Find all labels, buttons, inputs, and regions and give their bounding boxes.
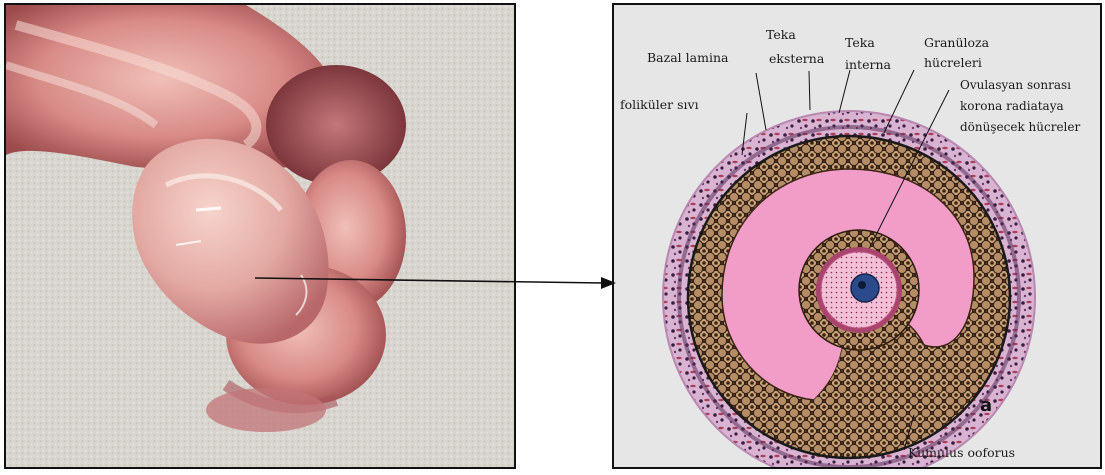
follicle-diagram xyxy=(614,5,1102,469)
follicle-diagram-panel: Teka eksterna Teka interna Granüloza hüc… xyxy=(612,3,1102,469)
label-teka-eksterna-1: Teka xyxy=(766,27,796,42)
oocyte-nucleus xyxy=(851,274,879,302)
label-ovulasyan-3: dönüşecek hücreler xyxy=(960,120,1080,135)
label-teka-eksterna-2: eksterna xyxy=(769,51,824,66)
label-granuloza-2: hücreleri xyxy=(924,55,982,70)
label-teka-interna-2: interna xyxy=(845,57,891,72)
label-bazal-lamina: Bazal lamina xyxy=(647,50,728,65)
label-teka-interna-1: Teka xyxy=(845,35,875,50)
label-folikuler-sivi: foliküler sıvı xyxy=(620,97,699,112)
ovary-photo xyxy=(6,5,516,469)
ovary-photo-panel xyxy=(4,3,516,469)
label-granuloza-1: Granüloza xyxy=(924,35,989,50)
label-ovulasyan-2: korona radiataya xyxy=(960,99,1064,114)
label-ovulasyan-1: Ovulasyan sonrası xyxy=(960,78,1071,93)
label-kumulus-ooforus: Kumulus ooforus xyxy=(908,445,1015,460)
panel-letter: a xyxy=(980,395,992,416)
